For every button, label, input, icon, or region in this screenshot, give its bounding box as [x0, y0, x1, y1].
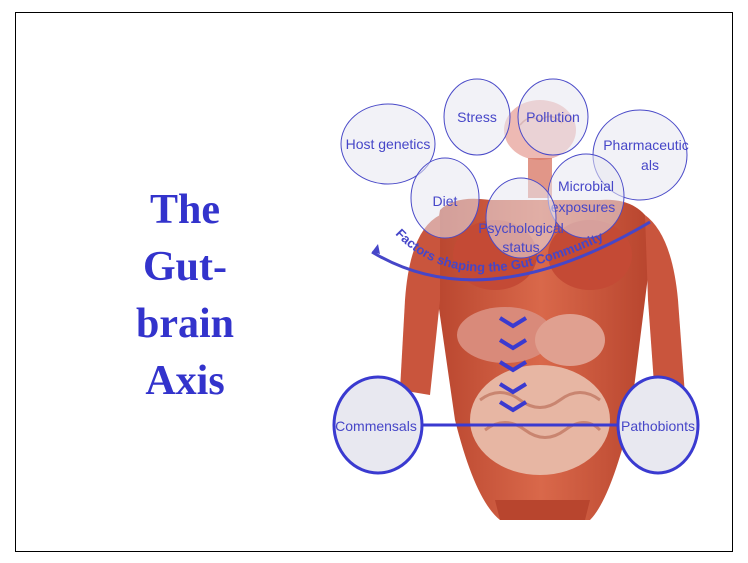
chevron-arrows [500, 318, 526, 410]
factor-label: Psychological [478, 220, 564, 236]
factor-bubble: Diet [411, 158, 479, 238]
factor-label: exposures [551, 199, 616, 215]
factor-label: Pollution [526, 109, 580, 125]
factor-label: Stress [457, 109, 497, 125]
title-line: Gut- [110, 239, 260, 296]
commensals-node: Commensals [334, 377, 422, 473]
pathobionts-node: Pathobionts [618, 377, 698, 473]
factor-label: Host genetics [346, 136, 431, 152]
title-line: The [110, 182, 260, 239]
factor-label: Microbial [558, 178, 614, 194]
commensals-label: Commensals [335, 418, 417, 434]
factor-bubble: Pollution [518, 79, 588, 155]
title-line: brain [110, 296, 260, 353]
title-line: Axis [110, 353, 260, 410]
factor-label: Diet [433, 193, 458, 209]
pathobionts-label: Pathobionts [621, 418, 695, 434]
factor-label: status [502, 239, 539, 255]
slide-title: The Gut- brain Axis [110, 182, 260, 410]
factor-label: Pharmaceutic [603, 137, 689, 153]
factor-bubble: Stress [444, 79, 510, 155]
factor-label: als [641, 157, 659, 173]
